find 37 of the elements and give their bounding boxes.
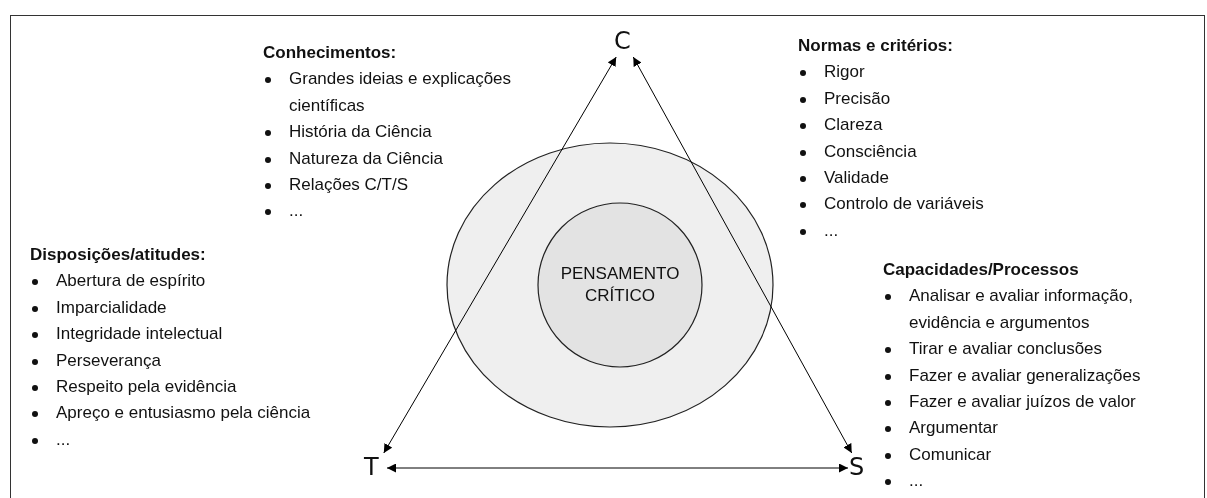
bullet-item: Comunicar — [909, 444, 992, 464]
bullet-item: Perseverança — [56, 350, 161, 370]
double-arrow — [383, 56, 617, 454]
bullet-item: Integridade intelectual — [56, 324, 223, 344]
bullet-item: Validade — [824, 168, 889, 188]
bullet-item: Controlo de variáveis — [824, 194, 984, 214]
bullet-item: Fazer e avaliar juízos de valor — [909, 392, 1136, 412]
concept-label: PENSAMENTO CRÍTICO — [559, 263, 681, 307]
bullet-item: ... — [289, 201, 304, 221]
bullet-item: Clareza — [824, 115, 883, 135]
bullet-item: Tirar e avaliar conclusões — [909, 339, 1103, 359]
bullet-item: Respeito pela evidência — [56, 377, 237, 397]
bullet-item: Rigor — [824, 62, 865, 82]
vertex-letter: T — [364, 454, 379, 480]
list-heading: Normas e critérios: — [798, 35, 954, 57]
bullet-item: Relações C/T/S — [289, 175, 409, 195]
bullet-item: História da Ciência — [289, 122, 432, 142]
bullet-item: Fazer e avaliar generalizações — [909, 365, 1141, 385]
bullet-item: ... — [909, 471, 924, 491]
list-heading: Disposições/atitudes: — [30, 244, 207, 266]
bullet-item: Grandes ideias e explicações científicas — [289, 69, 512, 115]
bullet-item: Consciência — [824, 141, 917, 161]
bullet-item: Analisar e avaliar informação, evidência e argumentos — [909, 286, 1133, 332]
list-heading: Capacidades/Processos — [883, 259, 1080, 281]
bullet-item: Argumentar — [909, 418, 998, 438]
double-arrow — [386, 463, 849, 473]
bullet-item: Abertura de espírito — [56, 271, 206, 291]
vertex-letter: S — [849, 454, 865, 480]
vertex-letter: C — [614, 28, 631, 54]
list-heading: Conhecimentos: — [263, 42, 398, 64]
bullet-item: Imparcialidade — [56, 297, 167, 317]
bullet-item: Natureza da Ciência — [289, 148, 444, 168]
bullet-item: ... — [56, 429, 71, 449]
bullet-item: ... — [824, 220, 839, 240]
double-arrow — [632, 56, 853, 454]
bullet-item: Precisão — [824, 88, 891, 108]
bullet-item: Apreço e entusiasmo pela ciência — [56, 403, 311, 423]
